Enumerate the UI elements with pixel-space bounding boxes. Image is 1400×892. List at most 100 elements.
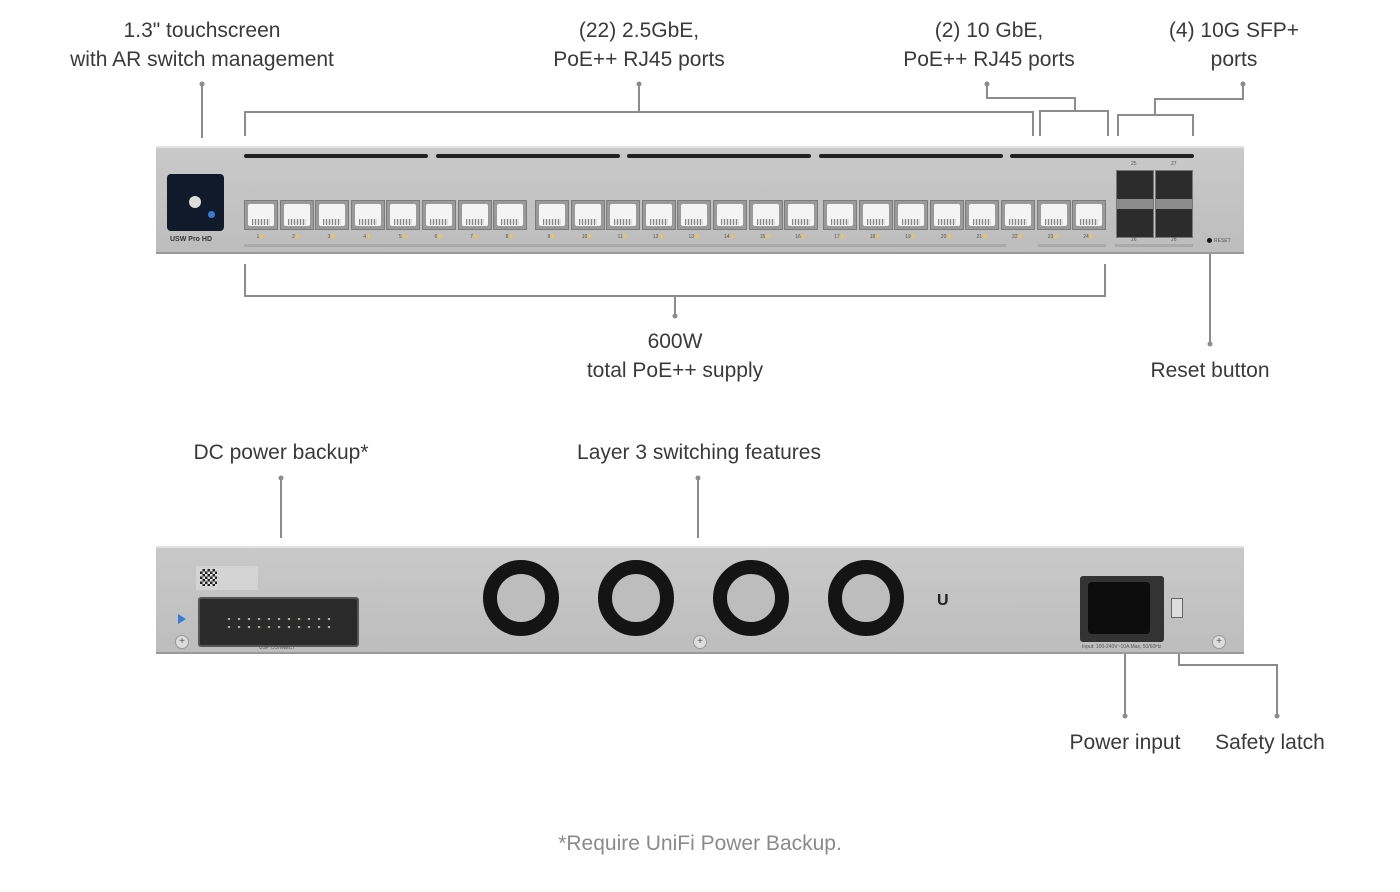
rj45-port-24[interactable] [1072, 200, 1107, 230]
port-pins [323, 219, 342, 225]
sfp-label: 28 [1171, 237, 1177, 243]
sfp-label: 25 [1131, 161, 1137, 167]
connector-pins [224, 615, 336, 629]
port-pins [252, 219, 270, 225]
reset-label: RESET [1214, 238, 1231, 244]
rj45-port-21[interactable] [965, 200, 1000, 230]
led-bar [244, 154, 428, 158]
rj45-port-6[interactable] [422, 200, 456, 230]
callout-line: 1.3" touchscreen [123, 19, 281, 42]
port-number: 22⚡ [1012, 234, 1024, 240]
rj45-port-17[interactable] [823, 200, 857, 230]
port-number: 12⚡ [652, 234, 665, 240]
front-panel: USW Pro HD 25 26 27 28 RESET 1⚡2⚡3⚡4⚡5⚡6… [156, 146, 1244, 254]
rj45-port-22[interactable] [1001, 200, 1035, 230]
led-bar [627, 154, 811, 158]
port-number: 9⚡ [547, 234, 557, 240]
rj45-port-12[interactable] [641, 200, 676, 230]
back-panel: USP CONNECT + + U Input: 100-240V~10A Ma… [156, 546, 1244, 654]
port-pins [614, 219, 633, 225]
poe-callout: 600W total PoE++ supply [587, 327, 763, 385]
serial-label-qr [196, 566, 258, 590]
power-inlet[interactable] [1080, 576, 1164, 642]
port-pins [937, 219, 956, 225]
port-pins [394, 219, 413, 225]
port-number: 17⚡ [834, 234, 846, 240]
port-pins [831, 219, 849, 225]
port-pins [1080, 219, 1099, 225]
callout-line: PoE++ RJ45 ports [903, 48, 1075, 71]
rj45-port-19[interactable] [894, 200, 929, 230]
rj45-port-8[interactable] [493, 200, 528, 230]
rj45-10g-callout: (2) 10 GbE,PoE++ RJ45 ports [903, 16, 1075, 74]
iec-socket-icon [1088, 582, 1150, 634]
port-number: 15⚡ [759, 234, 772, 240]
rj45-port-10[interactable] [570, 200, 605, 230]
callout-line: total PoE++ supply [586, 359, 764, 382]
usp-connector[interactable] [198, 597, 359, 647]
port-number: 23⚡ [1047, 234, 1060, 240]
rj45-port-1[interactable] [244, 200, 278, 230]
fan-icon [483, 560, 559, 636]
ubiquiti-logo-icon: U [937, 592, 949, 609]
rj45-port-7[interactable] [457, 200, 492, 230]
layer3-callout: Layer 3 switching features [577, 441, 821, 464]
model-label: USW Pro HD [170, 236, 212, 243]
rj45-port-2[interactable] [279, 200, 314, 230]
led-bar [1010, 154, 1194, 158]
port-number: 5⚡ [398, 234, 408, 240]
port-pins [501, 219, 520, 225]
led-bar [436, 154, 620, 158]
port-pins [430, 219, 448, 225]
port-group-bar [244, 244, 1006, 247]
dc-backup-callout: DC power backup* [193, 441, 369, 464]
reset-callout: Reset button [1150, 359, 1270, 382]
port-number: 24⚡ [1083, 234, 1096, 240]
port-number: 11⚡ [617, 234, 629, 240]
port-pins [287, 219, 306, 225]
port-group-bar [1115, 244, 1193, 247]
rj45-port-9[interactable] [535, 200, 569, 230]
reset-button[interactable] [1207, 238, 1212, 243]
callout-line: PoE++ RJ45 ports [553, 48, 725, 71]
port-pins [866, 219, 885, 225]
rj45-port-11[interactable] [606, 200, 641, 230]
rj45-port-20[interactable] [929, 200, 964, 230]
rj45-port-4[interactable] [350, 200, 385, 230]
rj45-port-3[interactable] [315, 200, 350, 230]
fan-icon [828, 560, 904, 636]
sfp-callout: (4) 10G SFP+ports [1169, 16, 1299, 74]
sfp-port-27-28[interactable] [1155, 170, 1193, 238]
port-number: 7⚡ [470, 234, 480, 240]
port-number: 16⚡ [795, 234, 808, 240]
port-pins [721, 219, 739, 225]
callout-line: 600W [647, 330, 703, 353]
port-number: 21⚡ [976, 234, 989, 240]
qr-code-icon [200, 569, 217, 586]
rj45-port-13[interactable] [677, 200, 712, 230]
dc-led-icon [178, 614, 186, 624]
safety-latch[interactable] [1171, 598, 1183, 618]
rj45-port-5[interactable] [386, 200, 421, 230]
port-group-bar [1038, 244, 1106, 247]
callout-line: with AR switch management [70, 48, 334, 71]
port-pins [358, 219, 377, 225]
rj45-2-5g-callout: (22) 2.5GbE,PoE++ RJ45 ports [553, 16, 725, 74]
port-pins [756, 219, 775, 225]
rj45-port-15[interactable] [748, 200, 783, 230]
port-number: 4⚡ [363, 234, 373, 240]
rj45-port-23[interactable] [1036, 200, 1071, 230]
port-pins [465, 219, 484, 225]
port-number: 13⚡ [688, 234, 701, 240]
sfp-port-25-26[interactable] [1116, 170, 1154, 238]
rj45-port-18[interactable] [858, 200, 893, 230]
touchscreen[interactable] [167, 174, 224, 231]
usp-label: USP CONNECT [259, 645, 296, 651]
sfp-label: 26 [1131, 237, 1137, 243]
rj45-port-16[interactable] [784, 200, 819, 230]
port-number: 18⚡ [869, 234, 882, 240]
rj45-port-14[interactable] [713, 200, 747, 230]
port-number: 3⚡ [327, 234, 337, 240]
